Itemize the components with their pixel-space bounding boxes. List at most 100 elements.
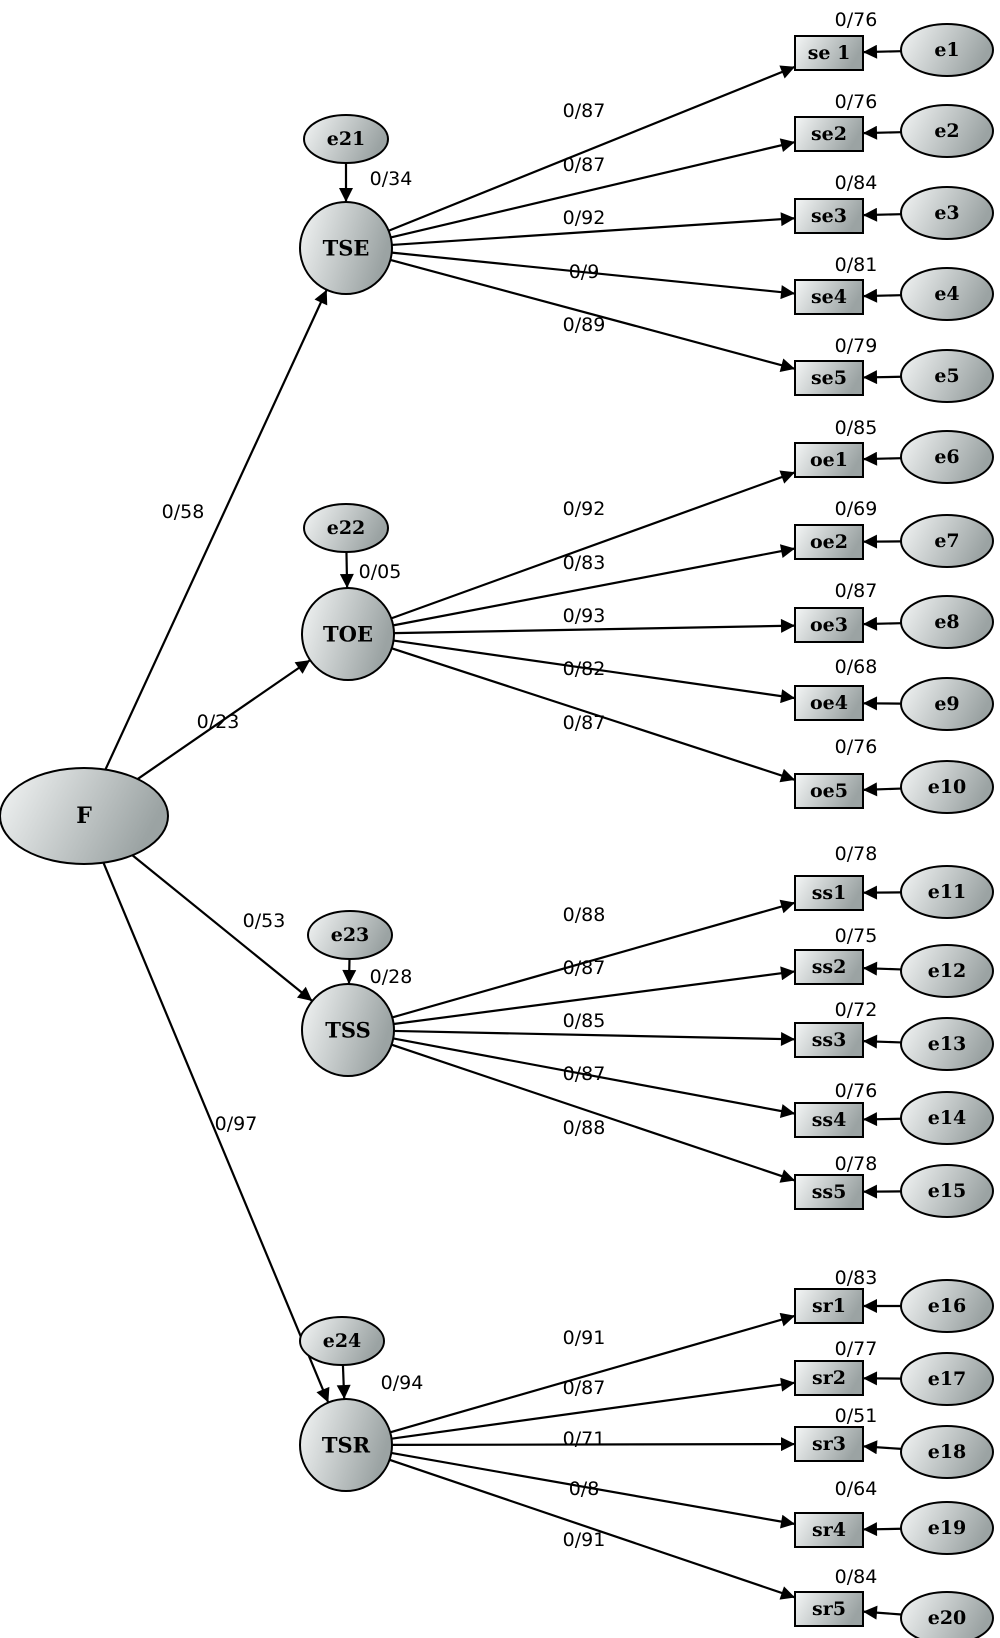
node-se5: se5 bbox=[794, 360, 864, 396]
node-e8: e8 bbox=[900, 595, 994, 649]
node-e18: e18 bbox=[900, 1425, 994, 1479]
arrow-TSR-to-sr2 bbox=[391, 1377, 796, 1440]
node-e16: e16 bbox=[900, 1279, 994, 1333]
node-ss1: ss1 bbox=[794, 875, 864, 911]
node-oe3: oe3 bbox=[794, 607, 864, 643]
node-e14: e14 bbox=[900, 1091, 994, 1145]
node-e11: e11 bbox=[900, 865, 994, 919]
node-label-ss5: ss5 bbox=[812, 1181, 847, 1203]
coefficient-label-TSR-sr2: 0/87 bbox=[563, 1377, 606, 1399]
node-label-TSE: TSE bbox=[323, 236, 370, 261]
arrow-TSS-to-ss4 bbox=[393, 1037, 796, 1118]
node-label-TSR: TSR bbox=[322, 1433, 371, 1458]
node-label-e19: e19 bbox=[928, 1517, 967, 1539]
node-shape-sr5 bbox=[794, 1591, 864, 1627]
node-e19: e19 bbox=[900, 1501, 994, 1555]
arrow-TSR-to-sr3 bbox=[391, 1437, 796, 1452]
node-se1: se 1 bbox=[794, 35, 864, 71]
node-shape-se4 bbox=[794, 279, 864, 315]
node-shape-e21 bbox=[303, 114, 389, 164]
node-label-TSS: TSS bbox=[325, 1018, 371, 1043]
node-label-e7: e7 bbox=[934, 530, 959, 552]
arrow-TSS-to-ss1 bbox=[391, 899, 796, 1019]
node-shape-e1 bbox=[900, 23, 994, 77]
labels-layer: 0/580/230/530/970/340/050/280/940/870/87… bbox=[162, 9, 878, 1588]
arrow-TSE-to-se1 bbox=[388, 65, 796, 232]
coefficient-label-TSE-se1: 0/87 bbox=[563, 100, 606, 122]
coefficient-label-e23-TSS: 0/28 bbox=[370, 966, 413, 988]
node-e22: e22 bbox=[303, 503, 389, 553]
node-shape-e20 bbox=[900, 1591, 994, 1638]
coefficient-label-e14-ss4: 0/76 bbox=[835, 1080, 878, 1102]
node-label-ss2: ss2 bbox=[812, 956, 847, 978]
coefficient-label-e6-oe1: 0/85 bbox=[835, 417, 878, 439]
node-shape-se2 bbox=[794, 116, 864, 152]
node-sr5: sr5 bbox=[794, 1591, 864, 1627]
arrow-e13-to-ss3 bbox=[862, 1034, 902, 1049]
node-e2: e2 bbox=[900, 104, 994, 158]
arrow-TSR-to-sr1 bbox=[389, 1312, 796, 1434]
node-oe5: oe5 bbox=[794, 773, 864, 809]
node-shape-e8 bbox=[900, 595, 994, 649]
coefficient-label-TSS-ss5: 0/88 bbox=[563, 1117, 606, 1139]
node-TSE: TSE bbox=[299, 201, 393, 295]
node-label-e13: e13 bbox=[928, 1033, 967, 1055]
node-label-e3: e3 bbox=[934, 202, 959, 224]
node-shape-oe4 bbox=[794, 685, 864, 721]
node-label-se5: se5 bbox=[811, 367, 847, 389]
coefficient-label-e9-oe4: 0/68 bbox=[835, 656, 878, 678]
arrow-TOE-to-oe4 bbox=[393, 639, 796, 704]
node-shape-sr1 bbox=[794, 1288, 864, 1324]
node-shape-e7 bbox=[900, 514, 994, 568]
node-shape-e16 bbox=[900, 1279, 994, 1333]
node-shape-sr4 bbox=[794, 1512, 864, 1548]
arrow-TOE-to-oe3 bbox=[393, 618, 796, 635]
node-label-e4: e4 bbox=[934, 283, 959, 305]
node-oe4: oe4 bbox=[794, 685, 864, 721]
node-e7: e7 bbox=[900, 514, 994, 568]
node-shape-e9 bbox=[900, 677, 994, 731]
arrow-F-to-TSE bbox=[104, 289, 328, 771]
coefficient-label-TSR-sr1: 0/91 bbox=[563, 1327, 606, 1349]
node-shape-F bbox=[0, 767, 169, 865]
node-shape-ss5 bbox=[794, 1174, 864, 1210]
arrow-e19-to-sr4 bbox=[862, 1522, 902, 1537]
arrow-e2-to-se2 bbox=[862, 125, 902, 140]
arrow-e14-to-ss4 bbox=[862, 1112, 902, 1127]
coefficient-label-TSE-se2: 0/87 bbox=[563, 154, 606, 176]
node-shape-ss3 bbox=[794, 1022, 864, 1058]
arrow-e12-to-ss2 bbox=[862, 961, 902, 976]
node-label-sr1: sr1 bbox=[812, 1295, 846, 1317]
node-shape-e6 bbox=[900, 430, 994, 484]
coefficient-label-e4-se4: 0/81 bbox=[835, 254, 878, 276]
node-e12: e12 bbox=[900, 944, 994, 998]
node-se3: se3 bbox=[794, 198, 864, 234]
node-ss4: ss4 bbox=[794, 1102, 864, 1138]
node-e21: e21 bbox=[303, 114, 389, 164]
arrow-e8-to-oe3 bbox=[862, 616, 902, 631]
node-label-e14: e14 bbox=[928, 1107, 967, 1129]
node-label-se1: se 1 bbox=[808, 42, 851, 64]
node-shape-e24 bbox=[299, 1316, 385, 1366]
node-label-e8: e8 bbox=[934, 611, 959, 633]
node-label-oe1: oe1 bbox=[810, 449, 848, 471]
node-e24: e24 bbox=[299, 1316, 385, 1366]
coefficient-label-TSR-sr4: 0/8 bbox=[569, 1478, 600, 1500]
arrow-F-to-TOE bbox=[136, 659, 311, 780]
node-label-oe5: oe5 bbox=[810, 780, 848, 802]
coefficient-label-e16-sr1: 0/83 bbox=[835, 1267, 878, 1289]
coefficient-label-e24-TSR: 0/94 bbox=[381, 1372, 424, 1394]
node-e15: e15 bbox=[900, 1164, 994, 1218]
coefficient-label-TOE-oe2: 0/83 bbox=[563, 552, 606, 574]
node-shape-se1 bbox=[794, 35, 864, 71]
coefficient-label-e18-sr3: 0/51 bbox=[835, 1405, 878, 1427]
node-label-e16: e16 bbox=[928, 1295, 967, 1317]
arrow-TSE-to-se5 bbox=[390, 258, 796, 372]
node-label-se4: se4 bbox=[811, 286, 847, 308]
node-label-e20: e20 bbox=[928, 1607, 967, 1629]
coefficient-label-e20-sr5: 0/84 bbox=[835, 1566, 878, 1588]
arrow-TSE-to-se4 bbox=[391, 251, 796, 300]
arrow-TSS-to-ss2 bbox=[393, 966, 796, 1026]
